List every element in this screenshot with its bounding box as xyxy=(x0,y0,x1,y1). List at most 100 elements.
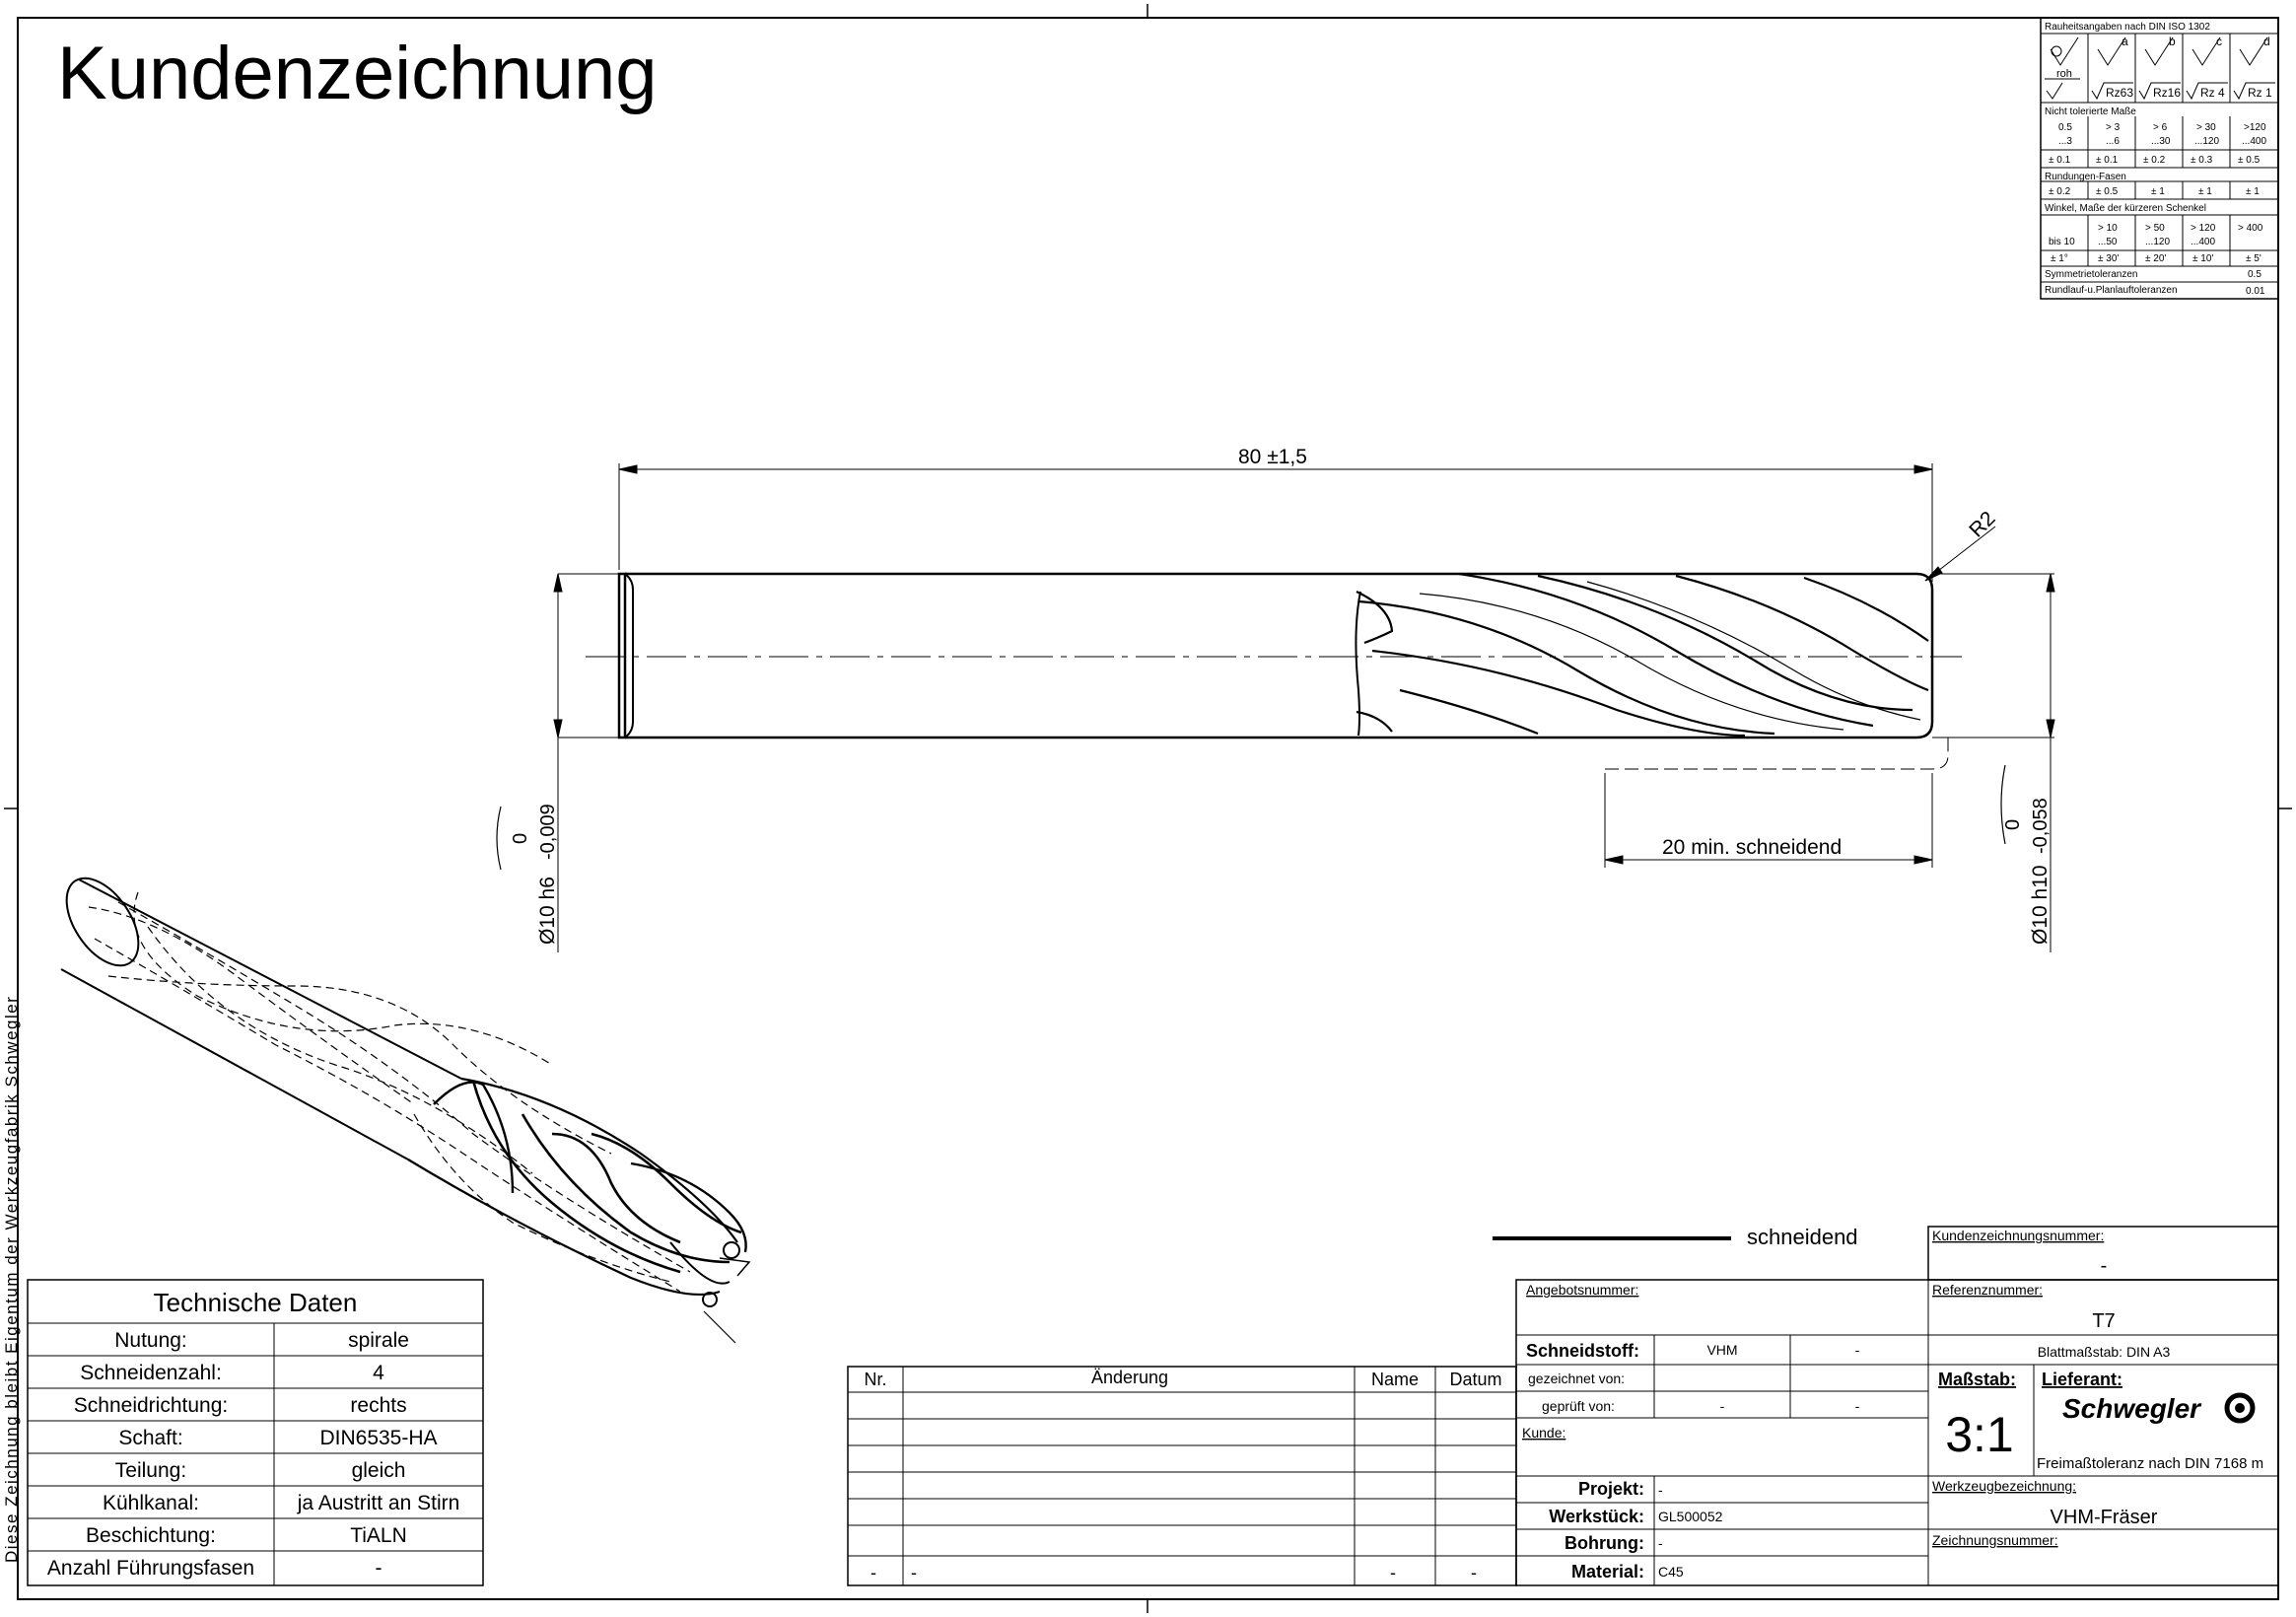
chamfer-header: Rundungen-Fasen xyxy=(2045,172,2126,182)
symmetry-value: 0.5 xyxy=(2248,269,2261,280)
referenznummer-label: Referenznummer: xyxy=(1932,1282,2043,1298)
range-tolerance: ± 0.2 xyxy=(2143,155,2166,166)
change-header-name: Name xyxy=(1371,1370,1419,1389)
range-to: ...400 xyxy=(2242,136,2266,147)
chamfer-tolerance: ± 1 xyxy=(2151,186,2165,197)
angle-range: ...120 xyxy=(2145,237,2170,247)
schneidstoff-extra: - xyxy=(1855,1342,1860,1358)
roughness-roh: roh xyxy=(2056,68,2072,80)
cut-tolerance-upper: 0 xyxy=(2002,819,2024,830)
chamfer-tolerance: ± 1 xyxy=(2246,186,2260,197)
angle-tolerance: ± 20' xyxy=(2145,253,2166,264)
zeichnungsnummer-label: Zeichnungsnummer: xyxy=(1932,1532,2058,1548)
roughness-letter-b: b xyxy=(2169,35,2176,48)
change-header-nr: Nr. xyxy=(864,1370,886,1389)
tech-data-header: Technische Daten xyxy=(154,1288,358,1317)
cut-tolerance-lower: -0,058 xyxy=(2030,798,2052,854)
tech-data-value: gleich xyxy=(352,1459,406,1482)
bohrung-value: - xyxy=(1658,1535,1663,1551)
material-value: C45 xyxy=(1658,1564,1684,1580)
cut-diameter-label: Ø10 h10 0 -0,058 xyxy=(2000,764,2052,945)
angle-range: ...50 xyxy=(2098,237,2118,247)
roughness-header: Rauheitsangaben nach DIN ISO 1302 xyxy=(2045,22,2210,33)
untoleranced-header: Nicht tolerierte Maße xyxy=(2045,106,2136,117)
geprueft-extra: - xyxy=(1855,1398,1860,1414)
schneidstoff-value: VHM xyxy=(1706,1342,1737,1358)
change-cell: - xyxy=(1390,1563,1396,1582)
change-cell: - xyxy=(1471,1563,1477,1582)
change-cell: - xyxy=(870,1563,876,1582)
gezeichnet-label: gezeichnet von: xyxy=(1528,1371,1625,1386)
range-from: 0.5 xyxy=(2058,122,2072,133)
roughness-letter-c: c xyxy=(2216,35,2222,48)
legend: schneidend xyxy=(1493,1225,1858,1249)
tech-data-value: rechts xyxy=(350,1394,406,1417)
freimasstoleranz: Freimaßtoleranz nach DIN 7168 m xyxy=(2037,1455,2263,1472)
roughness-letter-d: d xyxy=(2263,35,2270,48)
tech-data-label: Schaft: xyxy=(118,1427,182,1449)
angle-header: Winkel, Maße der kürzeren Schenkel xyxy=(2045,203,2206,214)
tech-data-value: spirale xyxy=(348,1329,409,1352)
roughness-value: Rz 4 xyxy=(2200,86,2225,100)
angle-range: ...400 xyxy=(2191,237,2215,247)
shank-diameter: Ø10 h6 xyxy=(536,877,559,945)
range-tolerance: ± 0.5 xyxy=(2238,155,2261,166)
roughness-value: Rz63 xyxy=(2106,86,2133,100)
angle-tolerance: ± 30' xyxy=(2098,253,2119,264)
massstab-value: 3:1 xyxy=(1945,1407,2014,1462)
tech-data-table: Technische Daten Nutung: spirale Schneid… xyxy=(27,1279,484,1586)
angle-range: > 50 xyxy=(2145,223,2165,234)
ownership-note: Diese Zeichnung bleibt Eigentum der Werk… xyxy=(2,996,21,1563)
range-tolerance: ± 0.1 xyxy=(2049,155,2071,166)
change-cell: - xyxy=(911,1563,917,1582)
lieferant-label: Lieferant: xyxy=(2042,1370,2122,1389)
kundenzeichnungsnummer-label: Kundenzeichnungsnummer: xyxy=(1932,1228,2104,1243)
schneidstoff-label: Schneidstoff: xyxy=(1526,1341,1639,1361)
projekt-label: Projekt: xyxy=(1578,1479,1644,1499)
change-table: Nr. Änderung Name Datum - - - - xyxy=(847,1366,1517,1586)
angle-tolerance: ± 1° xyxy=(2051,253,2068,264)
symmetry-label: Symmetrietoleranzen xyxy=(2045,269,2137,280)
tech-data-value: DIN6535-HA xyxy=(319,1427,437,1449)
angebotsnummer-label: Angebotsnummer: xyxy=(1526,1282,1638,1298)
schwegler-logo: Schwegler xyxy=(2062,1392,2256,1424)
bohrung-label: Bohrung: xyxy=(1565,1533,1644,1553)
range-to: ...120 xyxy=(2194,136,2219,147)
sheet-border xyxy=(17,17,2279,1600)
kundenzeichnungsnummer-value: - xyxy=(2101,1255,2108,1277)
chamfer-tolerance: ± 0.2 xyxy=(2049,186,2071,197)
geprueft-value: - xyxy=(1720,1398,1725,1414)
werkzeugbezeichnung-value: VHM-Fräser xyxy=(2051,1507,2158,1528)
shank-diameter-label: Ø10 h6 0 -0,009 xyxy=(496,804,559,945)
referenznummer-value: T7 xyxy=(2092,1310,2115,1332)
logo-text: Schwegler xyxy=(2062,1393,2202,1424)
drawing-title: Kundenzeichnung xyxy=(57,32,658,115)
tech-data-label: Anzahl Führungsfasen xyxy=(47,1557,254,1580)
projekt-value: - xyxy=(1658,1482,1663,1498)
angle-range: > 120 xyxy=(2191,223,2216,234)
tech-data-label: Beschichtung: xyxy=(86,1524,216,1547)
tech-data-label: Schneidenzahl: xyxy=(80,1362,222,1384)
tech-data-value: ja Austritt an Stirn xyxy=(297,1492,460,1514)
angle-tolerance: ± 5' xyxy=(2246,253,2261,264)
legend-label: schneidend xyxy=(1747,1225,1858,1249)
werkstueck-value: GL500052 xyxy=(1658,1509,1723,1524)
kunde-label: Kunde: xyxy=(1522,1425,1565,1441)
angle-range: bis 10 xyxy=(2049,237,2075,247)
roughness-value: Rz 1 xyxy=(2248,86,2272,100)
cutting-length-dimension: 20 min. schneidend xyxy=(1662,836,1842,859)
tolerance-table: Rauheitsangaben nach DIN ISO 1302 a b c … xyxy=(2040,17,2279,300)
isometric-view xyxy=(60,877,751,1344)
range-from: > 6 xyxy=(2153,122,2168,133)
angle-range: > 400 xyxy=(2238,223,2263,234)
length-dimension: 80 ±1,5 xyxy=(1238,446,1307,468)
roughness-value: Rz16 xyxy=(2153,86,2181,100)
frame-markers xyxy=(4,4,2292,1613)
title-block: Angebotsnummer: Schneidstoff: VHM - geze… xyxy=(1515,1226,2279,1586)
change-header-datum: Datum xyxy=(1449,1370,1501,1389)
tech-data-value: - xyxy=(376,1557,383,1580)
runout-label: Rundlauf-u.Planlauftoleranzen xyxy=(2045,285,2178,296)
angle-range: > 10 xyxy=(2098,223,2118,234)
range-from: > 3 xyxy=(2106,122,2121,133)
shank-tolerance-lower: -0,009 xyxy=(537,804,559,860)
